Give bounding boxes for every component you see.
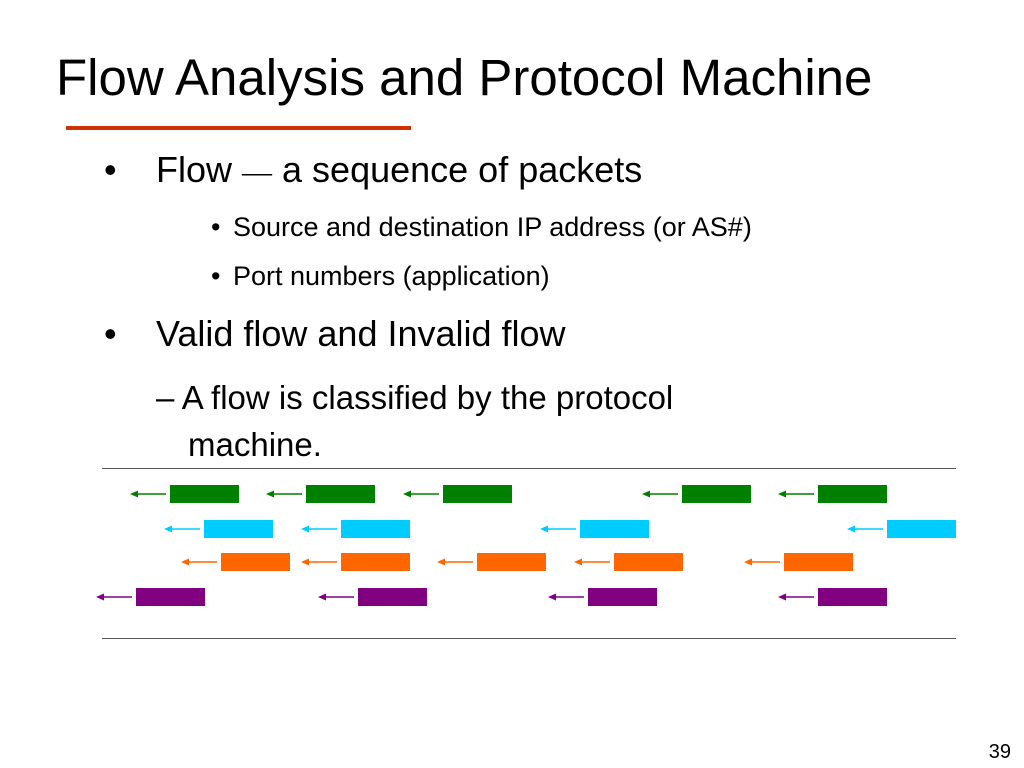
diagram-bottom-rule <box>102 638 956 639</box>
diagram-top-rule <box>102 468 956 469</box>
sub-bullet-dot: • <box>211 261 221 291</box>
dash-item-line-2: machine. <box>188 426 322 463</box>
packet-arrow-head-icon <box>778 490 786 498</box>
page-number: 39 <box>988 741 1011 763</box>
title-underline <box>66 126 411 130</box>
bullet-flow-definition: a sequence of packets <box>272 149 643 190</box>
packet-arrow-head-icon <box>301 558 309 566</box>
em-dash: — <box>242 155 273 189</box>
packet-arrow-head-icon <box>744 558 752 566</box>
packet <box>204 520 273 538</box>
packet-arrow-head-icon <box>548 593 556 601</box>
packet-arrow-head-icon <box>130 490 138 498</box>
bullet-flow: • Flow — a sequence of packets <box>104 149 643 190</box>
packet <box>580 520 649 538</box>
sub-bullet-text: Source and destination IP address (or AS… <box>233 212 752 242</box>
sub-bullet-source-destination: • Source and destination IP address (or … <box>211 212 752 242</box>
packet <box>170 485 239 503</box>
packet-arrow-head-icon <box>642 490 650 498</box>
sub-bullet-port-numbers: • Port numbers (application) <box>211 261 550 291</box>
sub-bullet-dot: • <box>211 212 221 242</box>
bullet-dot: • <box>104 149 117 190</box>
packet <box>341 553 410 571</box>
bullet-flow-term: Flow <box>156 149 243 190</box>
slide-title: Flow Analysis and Protocol Machine <box>56 49 873 106</box>
packet-arrow-head-icon <box>847 525 855 533</box>
packet <box>818 588 887 606</box>
packet <box>136 588 205 606</box>
packet-arrow-head-icon <box>403 490 411 498</box>
packet <box>443 485 512 503</box>
bullet-valid-invalid: • Valid flow and Invalid flow <box>104 313 566 354</box>
packet <box>306 485 375 503</box>
packet <box>221 553 290 571</box>
packet-arrow-head-icon <box>318 593 326 601</box>
packet-arrow-head-icon <box>437 558 445 566</box>
packet-arrow-head-icon <box>266 490 274 498</box>
packet <box>477 553 546 571</box>
bullet-valid-invalid-text: Valid flow and Invalid flow <box>156 313 566 354</box>
packet <box>358 588 427 606</box>
packet-arrow-head-icon <box>301 525 309 533</box>
packet <box>341 520 410 538</box>
packet-arrow-head-icon <box>96 593 104 601</box>
packet <box>588 588 657 606</box>
packet-arrow-head-icon <box>181 558 189 566</box>
packet <box>784 553 853 571</box>
packet <box>818 485 887 503</box>
packet <box>682 485 751 503</box>
packet-arrow-head-icon <box>574 558 582 566</box>
packet <box>614 553 683 571</box>
packet-arrow-head-icon <box>164 525 172 533</box>
bullet-dot: • <box>104 313 117 354</box>
packet-arrow-head-icon <box>540 525 548 533</box>
sub-bullet-text: Port numbers (application) <box>233 261 550 291</box>
dash-item-line-1: – A flow is classified by the protocol <box>156 379 674 416</box>
packet <box>887 520 956 538</box>
packet-arrow-head-icon <box>778 593 786 601</box>
dash-item-classified: – A flow is classified by the protocol m… <box>156 374 673 468</box>
